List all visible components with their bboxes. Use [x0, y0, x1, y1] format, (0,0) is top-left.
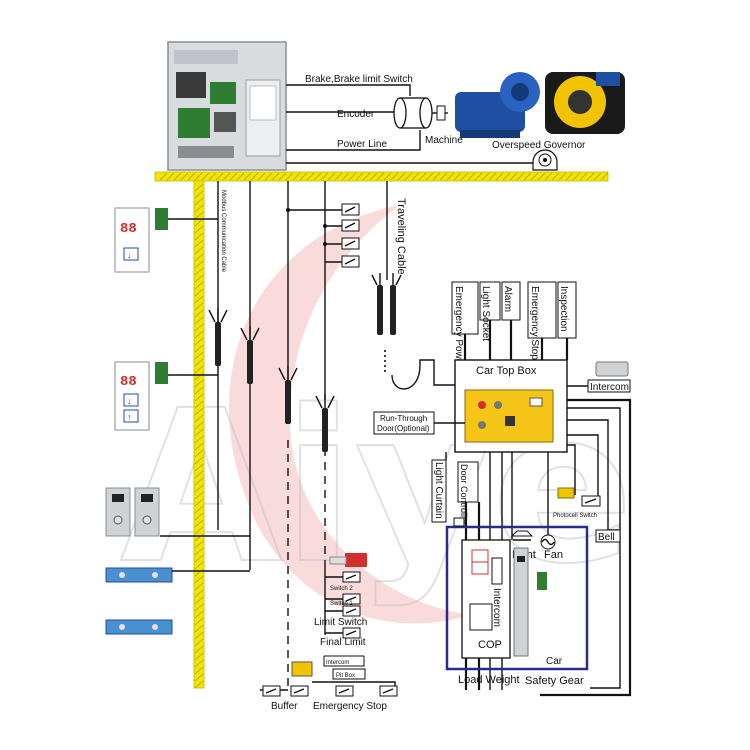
light-socket-label: Light Socket: [480, 286, 491, 341]
hall-station-top: 88 ↓: [114, 207, 218, 273]
light-curtain-label: Light Curtain: [433, 462, 444, 519]
switch-icon: [342, 627, 361, 639]
switch2-label: Switch 2: [330, 586, 353, 592]
power-line-label: Power Line: [337, 139, 387, 150]
pit-area: [260, 655, 398, 697]
pcb-board: [155, 208, 168, 230]
car-label: Car: [546, 656, 563, 667]
car-enclosure: [445, 517, 589, 671]
hall-station-mid: 88 ↓ ↑: [114, 361, 218, 431]
watermark: Aiye: [119, 205, 635, 624]
down-arrow-icon: ↓: [127, 250, 132, 260]
cable-bundle: [371, 273, 383, 335]
bell-box: [595, 529, 621, 543]
car-top-box: [454, 359, 568, 453]
bottom-limit-switches: [325, 553, 367, 639]
cable-bundles: [208, 273, 455, 452]
control-cabinet: [167, 41, 287, 171]
cable-bundle: [208, 308, 228, 366]
switch-icon: [341, 219, 360, 232]
machine-room-wiring: [286, 84, 545, 164]
light-curtain-box: [431, 452, 447, 523]
switch-icon: [341, 255, 360, 268]
switch-icon: [341, 237, 360, 250]
car-top-inputs: [451, 281, 577, 360]
intercom-device: [567, 361, 631, 393]
cop-panel: [461, 539, 547, 659]
load-weight-label: Load Weight: [458, 674, 520, 686]
floor-display: 88: [120, 374, 137, 390]
switch-icon: [379, 685, 398, 697]
light-icon: [510, 530, 534, 541]
cop-label: COP: [478, 639, 502, 651]
buffer-label: Buffer: [271, 701, 298, 712]
machine-label: Machine: [425, 135, 463, 146]
up-arrow-icon: ↑: [127, 412, 132, 422]
switch-icon: [342, 571, 361, 583]
pit-box-label: Pit Box: [336, 673, 355, 679]
run-through-door: [373, 411, 465, 435]
run-through-label: Run-Through: [380, 414, 427, 423]
emergency-power-label: Emergency Power: [453, 286, 464, 368]
traction-machine-yellow: [545, 72, 625, 134]
hall-station-bottom: [105, 487, 250, 537]
overspeed-governor-icon: [532, 149, 558, 171]
floor-display: 88: [120, 221, 137, 237]
down-arrow-icon: ↓: [127, 396, 132, 406]
pit-intercom-label: Intercom: [326, 660, 349, 666]
switch-icon: [342, 605, 361, 617]
door-controller-box: [457, 461, 479, 503]
switch-icon: [262, 685, 281, 697]
limit-switch-device: [345, 553, 367, 567]
pit-emergency-stop-label: Emergency Stop: [313, 701, 387, 712]
landing-door-operator: [105, 567, 250, 583]
cable-bundle: [278, 366, 298, 424]
overspeed-governor-label: Overspeed Governor: [492, 140, 586, 151]
landing-door-operator: [105, 619, 173, 635]
inspection-label: Inspection: [558, 286, 569, 332]
hoistway-wall: [193, 180, 205, 689]
encoder-label: Encoder: [337, 109, 375, 120]
fan-icon: [540, 534, 556, 550]
down-button[interactable]: [123, 247, 139, 261]
fan-label: Fan: [544, 549, 563, 561]
cable-bundle: [315, 394, 335, 452]
photocell-switch-label: Photocell Switch: [553, 513, 597, 519]
brake-label: Brake,Brake limit Switch: [305, 74, 413, 85]
car-top-box-label: Car Top Box: [476, 365, 537, 377]
encoder-drawing: [393, 97, 448, 129]
pcb-board: [155, 362, 168, 384]
switch-icon: [342, 593, 361, 605]
safety-gear-label: Safety Gear: [525, 675, 584, 687]
photocell-switch: [557, 487, 601, 507]
door-controller-label: Door Controller: [459, 464, 469, 525]
machine-room-floor: [154, 171, 609, 182]
intercom-label: Intercom: [590, 382, 629, 393]
switch-icon: [335, 685, 354, 697]
top-limit-switches: [286, 203, 360, 268]
up-button[interactable]: [123, 409, 139, 423]
limit-switch-label: Limit Switch: [314, 617, 367, 628]
modbus-cable-label: Modbus Communication Cable: [220, 190, 226, 273]
cable-bundle: [390, 273, 402, 335]
alarm-label: Alarm: [502, 286, 513, 312]
traveling-cable-label: Traveling Cable: [395, 198, 407, 275]
cable-bundle: [240, 326, 260, 384]
run-through-optional-label: Door(Optional): [377, 424, 430, 433]
pit-box-device: [291, 661, 313, 677]
switch1-label: Switch 1: [330, 601, 353, 607]
down-button[interactable]: [123, 393, 139, 407]
traction-machine-blue: [455, 72, 540, 138]
switch-icon: [290, 685, 309, 697]
bell-label: Bell: [598, 532, 615, 543]
car-intercom-label: Intercom: [491, 588, 502, 627]
final-limit-label: Final Limit: [320, 637, 366, 648]
emergency-stop-label: Emergency Stop: [529, 286, 540, 360]
switch-icon: [341, 203, 360, 216]
